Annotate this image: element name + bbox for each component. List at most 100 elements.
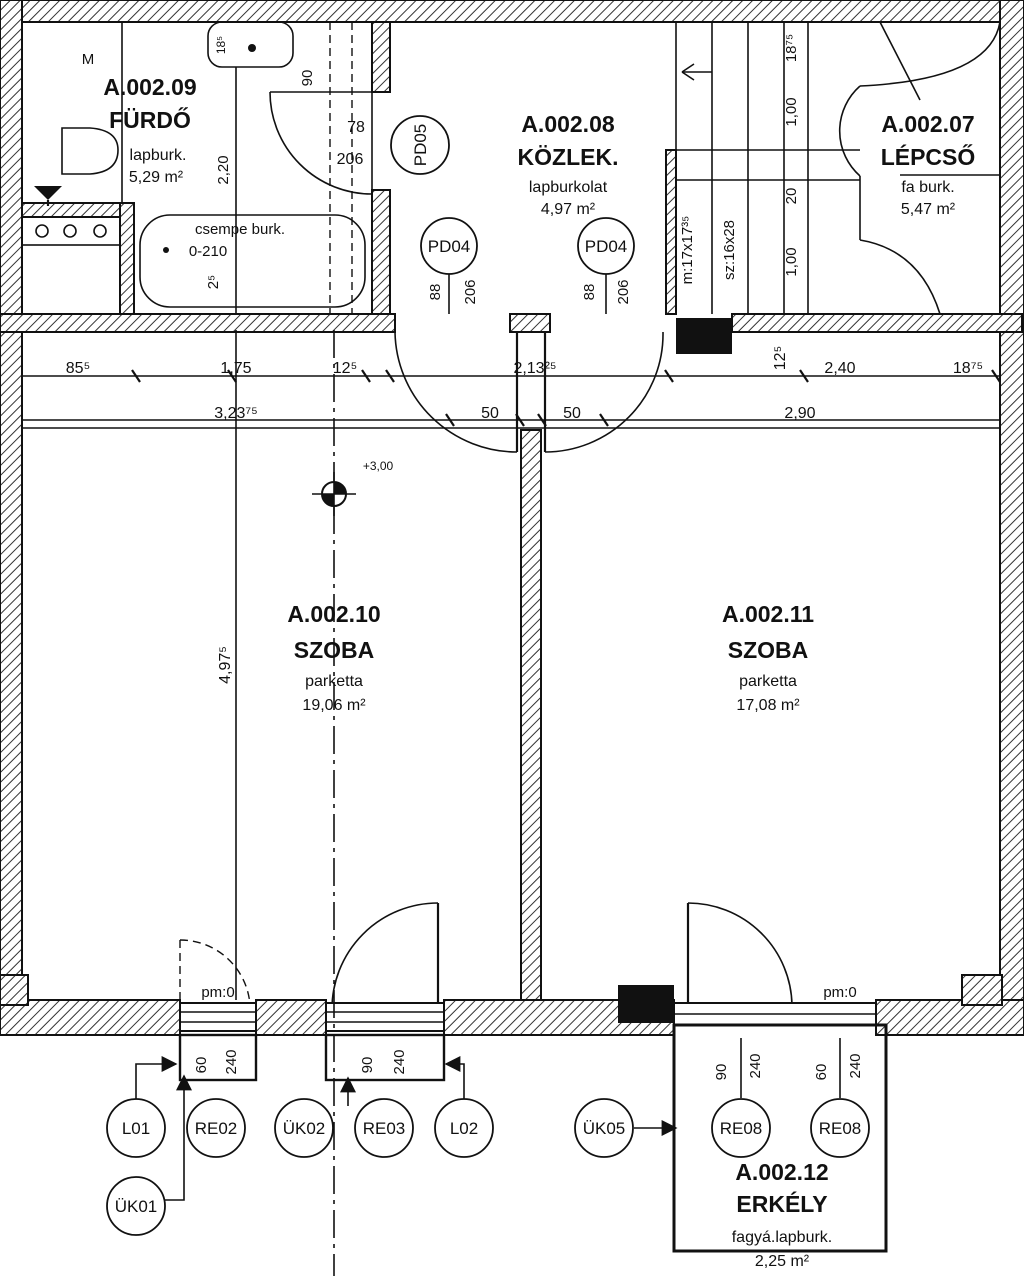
room-label-a00211: A.002.11 SZOBA parketta 17,08 m² [722, 601, 814, 714]
room-label-a00207: A.002.07 LÉPCSŐ fa burk. 5,47 m² [881, 111, 976, 218]
room-name: KÖZLEK. [518, 144, 619, 170]
dim-text: 18⁵ [214, 36, 228, 54]
window-tag-label: ÜK02 [283, 1119, 326, 1138]
room-id: A.002.09 [103, 74, 196, 100]
room-id: A.002.12 [735, 1159, 828, 1185]
walls [0, 0, 1024, 1036]
window-width: 60 [813, 1064, 830, 1081]
door-tag-pd04-left: PD04 88 206 [420, 217, 479, 314]
window-tag-label: RE08 [819, 1119, 862, 1138]
dim-text-vertical: 4,97⁵ [217, 646, 234, 684]
bathroom-fixtures [21, 21, 373, 314]
window-height: 240 [223, 1049, 240, 1074]
dim-text: 12⁵ [333, 360, 357, 377]
dim-text: 12⁵ [772, 346, 789, 370]
window-tags: L01 RE02 ÜK02 RE03 L02 ÜK05 RE08 RE08 ÜK… [106, 1038, 870, 1236]
door-height: 206 [462, 279, 479, 304]
door-height: 206 [615, 279, 632, 304]
room-label-a00210: A.002.10 SZOBA parketta 19,06 m² [287, 601, 380, 714]
bath-label-m: M [82, 51, 95, 68]
room-area: 17,08 m² [736, 697, 800, 714]
door-tag-label: PD04 [585, 237, 628, 256]
dim-text: 206 [337, 151, 364, 168]
window-height: 240 [747, 1053, 764, 1078]
door-tag-label: PD05 [411, 124, 430, 167]
room-area: 5,47 m² [901, 201, 956, 218]
door-tag-label: PD04 [428, 237, 471, 256]
dim-text: 18⁷⁵ [783, 34, 800, 62]
room-name: SZOBA [294, 637, 375, 663]
room-area: 4,97 m² [541, 201, 596, 218]
door-width: 88 [581, 284, 598, 301]
window-tag-label: ÜK05 [583, 1119, 626, 1138]
window-tag-label: RE08 [720, 1119, 763, 1138]
dim-text: 2,40 [824, 360, 855, 377]
dimension-texts-row2: 3,23⁷⁵ 2,90 50 50 [214, 405, 815, 422]
dim-text: 20 [783, 188, 800, 205]
dim-text: 2,90 [784, 405, 815, 422]
room-area: 5,29 m² [129, 169, 184, 186]
staircase [675, 21, 1001, 315]
window-tag-label: L02 [450, 1119, 478, 1138]
dimension-lines [22, 330, 1001, 1276]
dim-text: 1,00 [783, 97, 800, 126]
dim-text: 2,20 [215, 155, 232, 184]
dim-text: 2⁵ [205, 275, 222, 290]
dim-text: 1,00 [783, 247, 800, 276]
room-finish: fa burk. [901, 179, 954, 196]
dim-text: 78 [347, 119, 365, 136]
stair-count: sz:16x28 [721, 220, 738, 280]
window-tag-label: RE03 [363, 1119, 406, 1138]
room-finish: lapburkolat [529, 179, 608, 196]
room-id: A.002.11 [722, 601, 814, 627]
doors [179, 331, 793, 1011]
room-name: ERKÉLY [736, 1190, 827, 1217]
room-name: SZOBA [728, 637, 809, 663]
bathroom-labels: M csempe burk. 0-210 78 206 90 2,20 2⁵ 1… [82, 36, 365, 289]
room-finish: fagyá.lapburk. [732, 1229, 833, 1246]
window-width: 60 [193, 1057, 210, 1074]
door-tag-pd04-right: PD04 88 206 [577, 217, 635, 314]
tile-height: 0-210 [189, 243, 227, 260]
window-tag-label: RE02 [195, 1119, 238, 1138]
dim-text: 90 [299, 70, 316, 87]
dim-text: 50 [481, 405, 499, 422]
room-id: A.002.10 [287, 601, 380, 627]
tile-note: csempe burk. [195, 221, 285, 238]
room-name: LÉPCSŐ [881, 143, 976, 170]
window-height: 240 [847, 1053, 864, 1078]
window-size-labels: 60 240 90 240 90 240 60 240 [193, 1049, 864, 1080]
room-id: A.002.07 [881, 111, 974, 137]
window-tag-label: L01 [122, 1119, 150, 1138]
room-id: A.002.08 [521, 111, 615, 137]
level-mark: +3,00 [363, 459, 394, 473]
room-area: 19,06 m² [302, 697, 366, 714]
dim-text: 85⁵ [66, 360, 90, 377]
window-tag-label: ÜK01 [115, 1197, 158, 1216]
parapet-label: pm:0 [823, 984, 856, 1001]
dim-text: 50 [563, 405, 581, 422]
room-finish: parketta [739, 673, 797, 690]
dim-text: 2,13²⁵ [513, 360, 556, 377]
dim-text: 1,75 [220, 360, 251, 377]
room-name: FÜRDŐ [109, 106, 191, 133]
stair-labels: m:17x17³⁵ sz:16x28 18⁷⁵ 1,00 20 1,00 [679, 34, 800, 285]
window-width: 90 [713, 1064, 730, 1081]
window-height: 240 [391, 1049, 408, 1074]
dimension-texts-row1: 85⁵ 1,75 12⁵ 2,13²⁵ 12⁵ 2,40 18⁷⁵ [66, 346, 983, 377]
dim-text: 3,23⁷⁵ [214, 405, 258, 422]
room-area: 2,25 m² [755, 1253, 810, 1270]
parapet-label: pm:0 [201, 984, 234, 1001]
dim-text: 18⁷⁵ [953, 360, 983, 377]
stair-riser: m:17x17³⁵ [679, 216, 696, 285]
room-finish: parketta [305, 673, 363, 690]
room-label-a00209: A.002.09 FÜRDŐ lapburk. 5,29 m² [103, 74, 196, 186]
window-openings [178, 1002, 888, 1253]
room-label-a00208: A.002.08 KÖZLEK. lapburkolat 4,97 m² [518, 111, 619, 218]
door-width: 88 [427, 284, 444, 301]
room-label-a00212: A.002.12 ERKÉLY fagyá.lapburk. 2,25 m² [732, 1159, 833, 1270]
door-tag-pd05: PD05 [390, 115, 450, 175]
window-width: 90 [359, 1057, 376, 1074]
room-finish: lapburk. [130, 147, 187, 164]
